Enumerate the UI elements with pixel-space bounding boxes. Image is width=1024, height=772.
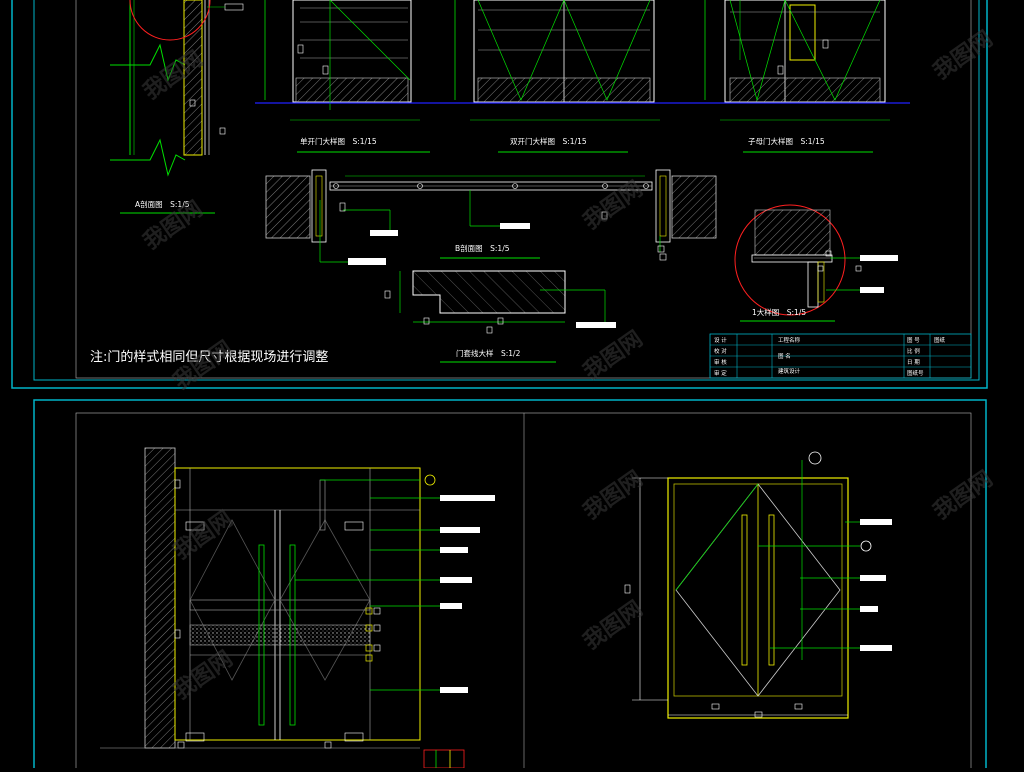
top-sheet-drawing-frame xyxy=(75,0,972,379)
title-block: 设 计 校 对 审 核 审 定 工程名称 图 名 建筑设计 图 号 比 例 日 … xyxy=(709,333,972,379)
section-b-label: B剖面图 S:1/5 xyxy=(455,243,510,253)
top-sheet-border xyxy=(11,0,988,389)
bottom-sheet-frame xyxy=(75,412,972,772)
bottom-sheet-border xyxy=(33,399,987,772)
tb-mid-1: 图 名 xyxy=(778,352,791,360)
tb-right-3: 图纸号 xyxy=(907,369,924,377)
tb-left-0: 设 计 xyxy=(714,336,727,344)
svg-text:我图网: 我图网 xyxy=(579,177,647,235)
tb-right-1: 比 例 xyxy=(907,347,920,355)
watermark-layer: 我图网 我图网 我图网 我图网 我图网 我图网 我图网 我图网 我图网 我图网 … xyxy=(139,27,997,705)
diamond-door-elevation xyxy=(624,451,892,719)
svg-text:我图网: 我图网 xyxy=(169,507,237,565)
bottom-sheet xyxy=(33,399,987,772)
double-door-label: 双开门大样图 S:1/15 xyxy=(510,136,587,146)
svg-text:我图网: 我图网 xyxy=(929,467,997,525)
detail-1-drawing: 1大样图 S:1/5 xyxy=(734,204,898,322)
single-door-label: 单开门大样图 S:1/15 xyxy=(300,136,377,146)
svg-text:我图网: 我图网 xyxy=(169,337,237,395)
top-sheet: A剖面图 S:1/5 单开门大样图 S:1/15 xyxy=(11,0,988,389)
tb-right-0: 图 号 xyxy=(907,336,920,344)
glass-door-elevation xyxy=(100,447,495,769)
single-door-elevation: 单开门大样图 S:1/15 xyxy=(264,0,430,153)
svg-text:我图网: 我图网 xyxy=(579,467,647,525)
tb-left-2: 审 核 xyxy=(714,358,727,366)
tb-left-3: 审 定 xyxy=(714,369,727,377)
tb-left-1: 校 对 xyxy=(714,347,727,355)
tb-right-2: 日 期 xyxy=(907,359,920,366)
svg-text:我图网: 我图网 xyxy=(169,647,237,705)
tb-mid-0: 工程名称 xyxy=(778,336,801,344)
svg-text:我图网: 我图网 xyxy=(579,597,647,655)
tb-corner: 图纸 xyxy=(934,336,946,344)
section-b-drawing: B剖面图 S:1/5 xyxy=(265,169,717,265)
double-door-elevation: 双开门大样图 S:1/15 xyxy=(454,0,660,153)
section-a-label: A剖面图 S:1/5 xyxy=(135,199,190,209)
door-trim-detail: 门套线大样 S:1/2 xyxy=(384,270,616,363)
detail-1-label: 1大样图 S:1/5 xyxy=(752,307,806,317)
section-a-drawing: A剖面图 S:1/5 xyxy=(110,0,244,214)
svg-text:我图网: 我图网 xyxy=(579,327,647,385)
door-trim-label: 门套线大样 S:1/2 xyxy=(456,348,521,358)
mother-door-label: 子母门大样图 S:1/15 xyxy=(748,136,825,146)
drawing-note: 注:门的样式相同但尺寸根据现场进行调整 xyxy=(90,349,328,365)
top-sheet-inner-frame xyxy=(33,0,980,381)
mother-door-elevation: 子母门大样图 S:1/15 xyxy=(704,0,890,153)
tb-mid-2: 建筑设计 xyxy=(778,367,801,375)
